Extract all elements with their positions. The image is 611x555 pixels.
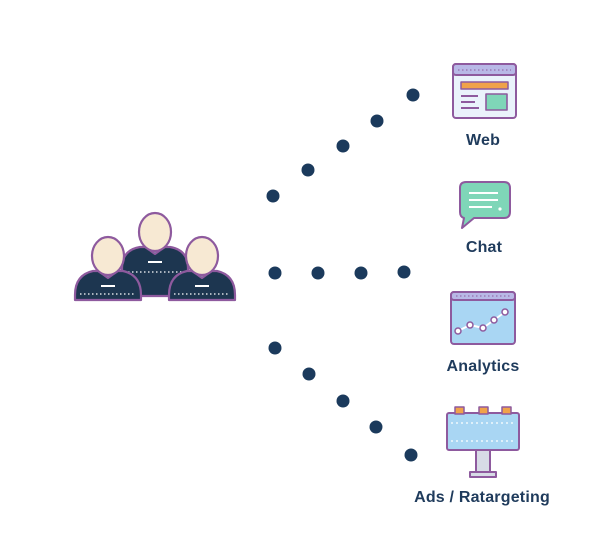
channel-label-analytics: Analytics: [447, 358, 520, 375]
person-left: [73, 235, 143, 302]
connector-to-web: [266, 88, 420, 203]
analytics-chart-icon: [450, 291, 516, 345]
people-group-icon: [73, 211, 237, 302]
connector-to-ads: [268, 341, 418, 462]
browser-window-icon: [452, 63, 517, 119]
channel-label-ads: Ads / Ratargeting: [414, 489, 550, 506]
channel-label-chat: Chat: [466, 239, 503, 256]
connector-to-chat: [268, 265, 411, 280]
person-right: [167, 235, 237, 302]
chat-bubble-icon: [459, 181, 511, 229]
connector-dots: [266, 88, 420, 462]
billboard-icon: [446, 406, 520, 478]
channel-label-web: Web: [466, 132, 500, 149]
